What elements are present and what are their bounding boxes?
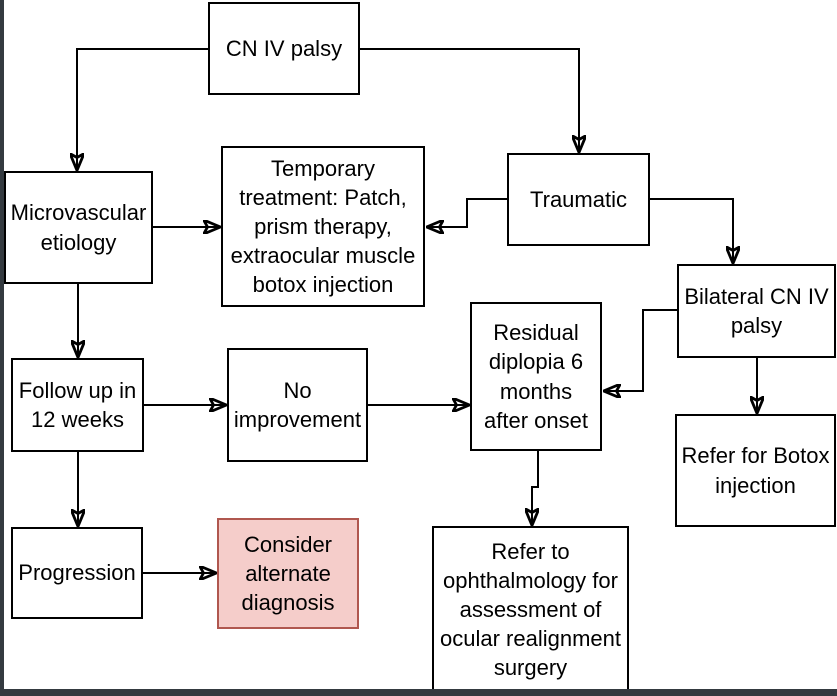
node-residual-diplopia: Residual diplopia 6 months after onset [470,302,602,451]
node-bilateral-cn-iv-palsy: Bilateral CN IV palsy [677,264,836,358]
node-consider-alternate-diagnosis: Consider alternate diagnosis [217,518,359,629]
node-traumatic: Traumatic [507,153,650,246]
node-label: Consider alternate diagnosis [241,531,335,616]
node-refer-for-botox: Refer for Botox injection [675,414,836,527]
node-label: Refer for Botox injection [681,443,830,498]
node-no-improvement: No improvement [227,348,368,462]
node-label: Microvascular etiology [10,200,147,255]
node-microvascular-etiology: Microvascular etiology [4,171,153,284]
node-label: CN IV palsy [225,35,343,61]
window-edge-bottom [0,689,837,696]
node-label: No improvement [233,377,362,432]
edge-cn4-to-micro [77,48,208,169]
node-label: Follow up in 12 weeks [18,377,137,432]
node-label: Traumatic [530,186,627,212]
node-label: Bilateral CN IV palsy [684,283,829,338]
edge-traumatic-to-bilateral [649,198,733,262]
window-edge-left [0,0,4,696]
node-follow-up-12-weeks: Follow up in 12 weeks [11,358,144,452]
node-label: Refer to ophthalmology for assessment of… [440,538,621,681]
node-refer-to-ophthalmology: Refer to ophthalmology for assessment of… [432,526,629,693]
edge-cn4-to-traumatic [359,48,579,151]
node-label: Temporary treatment: Patch, prism therap… [230,155,416,298]
node-progression: Progression [11,527,143,619]
node-temporary-treatment: Temporary treatment: Patch, prism therap… [221,146,425,307]
edge-traumatic-to-temp [428,198,507,227]
edge-bilateral-to-residual [605,309,677,391]
node-label: Progression [18,560,136,586]
node-cn-iv-palsy: CN IV palsy [208,2,360,95]
node-label: Residual diplopia 6 months after onset [484,320,588,433]
edge-residual-to-ophtho [532,451,539,524]
